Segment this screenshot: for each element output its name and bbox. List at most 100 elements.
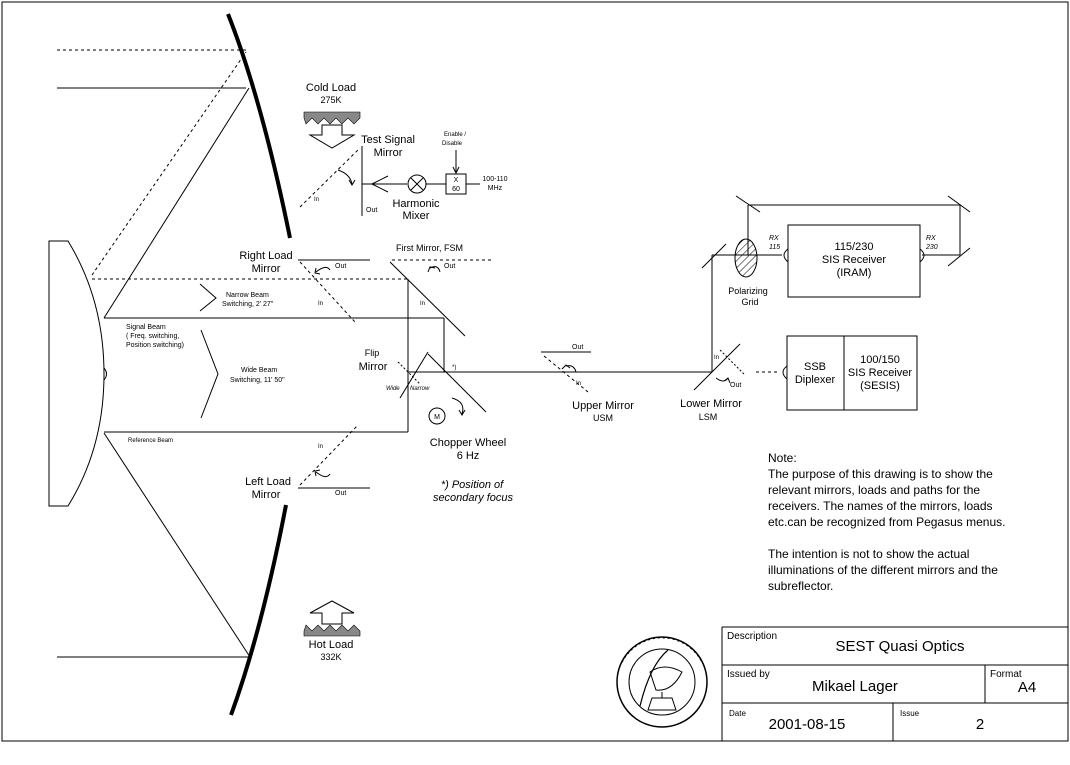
flip-mirror-label-2: Mirror (359, 361, 388, 373)
first-mirror-label: First Mirror, FSM (396, 243, 463, 253)
left-load-in: In (318, 444, 323, 450)
receiver-iram-box (787, 224, 921, 298)
institution-seal (616, 636, 708, 728)
date-value: 2001-08-15 (768, 716, 846, 733)
chopper-motor: M (434, 414, 440, 421)
drawing-note: Note: The purpose of this drawing is to … (768, 450, 1068, 594)
rx230-label-b: 230 (925, 244, 938, 251)
iram-horn-right (919, 248, 925, 263)
cold-load-name: Cold Load (306, 82, 356, 94)
test-signal-chain (371, 150, 480, 195)
sheet-border (1, 1, 1069, 742)
upper-mirror-out: Out (572, 344, 583, 351)
sesis-label-3: (SESIS) (860, 380, 900, 392)
flip-mirror (397, 351, 487, 413)
description-value: SEST Quasi Optics (835, 638, 965, 655)
primary-rays (57, 49, 251, 658)
note-line: The intention is not to show the actual (768, 547, 970, 561)
first-mirror-in: In (420, 301, 425, 307)
issued-by-label: Issued by (727, 669, 770, 680)
narrow-beam-label-2: Switching, 2' 27" (222, 301, 274, 308)
multiplier-factor: 60 (452, 186, 460, 193)
wide-beam-label-1: Wide Beam (241, 367, 277, 374)
flip-mirror-wide: Wide (386, 386, 400, 392)
test-signal-label-1: Test Signal (361, 134, 415, 146)
polarizing-grid-label-1: Polarizing (728, 286, 768, 296)
chopper-wheel (428, 397, 466, 425)
upper-mirror-label-2: USM (593, 413, 613, 423)
harmonic-mixer-label-2: Mixer (403, 210, 430, 222)
cold-load-temp: 275K (320, 95, 341, 105)
left-load-mirror (298, 424, 370, 489)
sesis-assembly-box (786, 335, 918, 411)
test-signal-out: Out (366, 207, 377, 214)
rx115-label-a: RX (769, 235, 779, 242)
multiplier-x: X (454, 177, 459, 184)
cold-load (303, 111, 361, 149)
note-line: relevant mirrors, loads and paths for th… (768, 483, 981, 497)
test-signal-label-2: Mirror (374, 147, 403, 159)
signal-beam-label-2: ( Freq. switching, (126, 333, 179, 340)
secondary-focus-2: secondary focus (433, 492, 514, 504)
iram-label-3: (IRAM) (837, 267, 872, 279)
iram-horn-left (783, 248, 789, 263)
narrow-beam-bracket (199, 283, 217, 312)
note-line: illuminations of the different mirrors a… (768, 563, 998, 577)
beam-paths (92, 255, 713, 433)
right-load-label-2: Mirror (252, 263, 281, 275)
source-disable: Disable (442, 141, 463, 147)
narrow-beam-label-1: Narrow Beam (226, 292, 269, 299)
lower-mirror-in: In (714, 355, 719, 361)
hot-load (303, 600, 361, 637)
format-value: A4 (1017, 679, 1037, 696)
first-mirror-out: Out (444, 263, 455, 270)
diplexer-label-1: SSB (804, 361, 826, 373)
primary-reflector-upper (226, 13, 292, 239)
subreflector (48, 240, 105, 507)
hot-load-temp: 332K (320, 652, 341, 662)
polarizing-grid-label-2: Grid (741, 297, 758, 307)
iram-label-2: SIS Receiver (822, 254, 887, 266)
lower-mirror-label-2: LSM (699, 412, 718, 422)
right-load-label-1: Right Load (239, 250, 292, 262)
test-signal-in: In (314, 197, 319, 203)
issued-by-value: Mikael Lager (812, 678, 898, 695)
source-freq-unit: MHz (488, 185, 503, 192)
wide-beam-bracket (200, 329, 219, 419)
sesis-label-2: SIS Receiver (848, 367, 913, 379)
left-load-out: Out (335, 490, 346, 497)
note-title: Note: (768, 451, 797, 465)
harmonic-mixer-label-1: Harmonic (392, 198, 440, 210)
source-enable: Enable / (444, 132, 466, 138)
date-label: Date (729, 709, 746, 718)
lower-mirror-out: Out (730, 382, 741, 389)
description-label: Description (727, 631, 778, 642)
flip-mirror-narrow: Narrow (410, 386, 430, 392)
right-load-mirror (298, 259, 370, 323)
right-load-in: In (318, 301, 323, 307)
rx115-label-b: 115 (769, 244, 780, 251)
test-signal-mirror (299, 146, 372, 216)
diagram-labels: Cold Load 275K Hot Load 332K Test Signal… (126, 82, 938, 662)
title-block (721, 626, 1068, 741)
upper-mirror-label-1: Upper Mirror (572, 400, 634, 412)
signal-beam-label-3: Position switching) (126, 342, 184, 349)
lower-mirror-label-1: Lower Mirror (680, 398, 742, 410)
issue-value: 2 (975, 716, 985, 733)
upper-mirror (541, 351, 591, 393)
diplexer-label-2: Diplexer (795, 374, 836, 386)
reference-beam-label: Reference Beam (128, 438, 173, 444)
flip-mirror-label-1: Flip (365, 348, 380, 358)
hot-load-name: Hot Load (309, 639, 354, 651)
source-freq: 100-110 (482, 176, 507, 183)
upper-mirror-in: In (576, 381, 581, 387)
sesis-label-1: 100/150 (860, 354, 900, 366)
note-line: The purpose of this drawing is to show t… (768, 467, 993, 481)
focus-marker: *) (452, 365, 456, 371)
left-load-label-2: Mirror (252, 489, 281, 501)
note-line: receivers. The names of the mirrors, loa… (768, 499, 993, 513)
left-load-label-1: Left Load (245, 476, 291, 488)
sesis-horn (782, 365, 788, 380)
